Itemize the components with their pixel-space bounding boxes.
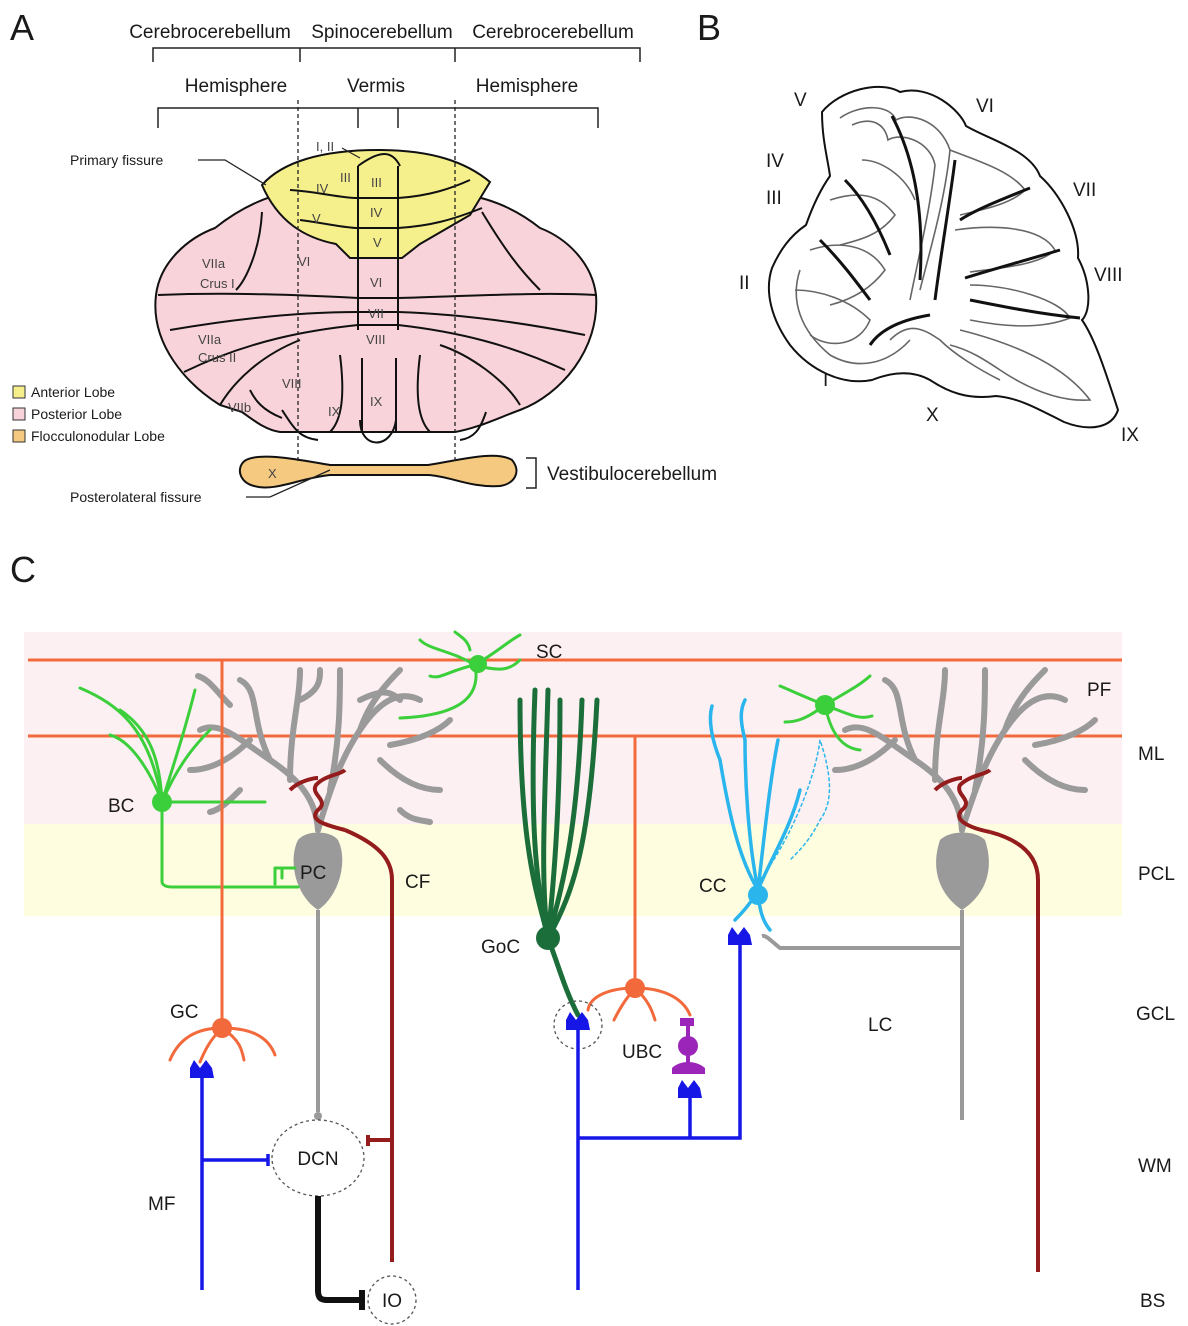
crus-ii-label: Crus II bbox=[198, 350, 236, 365]
lobule-vi-left: VI bbox=[298, 254, 310, 269]
layer-wm: WM bbox=[1138, 1156, 1172, 1177]
label-dcn: DCN bbox=[297, 1149, 338, 1170]
layer-bs: BS bbox=[1140, 1291, 1165, 1312]
basket-soma bbox=[152, 792, 172, 812]
panel-b: B V VI IV III V bbox=[697, 7, 1139, 446]
lobule-ii: II bbox=[739, 273, 750, 294]
vestibulocerebellum-bracket bbox=[526, 458, 536, 488]
legend-label-anterior: Anterior Lobe bbox=[31, 384, 115, 400]
lobule-iii-left: III bbox=[340, 170, 351, 185]
legend: Anterior Lobe Posterior Lobe Flocculonod… bbox=[13, 384, 165, 444]
purkinje-terminal-1 bbox=[314, 1112, 322, 1120]
mossy-fiber-rosettes bbox=[190, 927, 752, 1098]
lobule-iv-left: IV bbox=[316, 181, 329, 196]
label-bc: BC bbox=[108, 796, 134, 817]
stellate-soma-1 bbox=[469, 655, 487, 673]
division-center: Spinocerebellum bbox=[311, 22, 453, 43]
panel-c: C bbox=[10, 549, 1175, 1324]
lobule-x: X bbox=[926, 405, 939, 426]
lobule-iii: III bbox=[766, 188, 782, 209]
lobule-v-center: V bbox=[373, 235, 382, 250]
label-lc: LC bbox=[868, 1015, 892, 1036]
lobule-ix-center: IX bbox=[370, 394, 383, 409]
primary-fissure-leader bbox=[198, 160, 266, 185]
division-bracket bbox=[153, 48, 640, 62]
lobule-ix-left: IX bbox=[328, 404, 341, 419]
lobule-vi: VI bbox=[976, 96, 994, 117]
legend-swatch-flocculonodular bbox=[13, 430, 25, 442]
label-gc: GC bbox=[170, 1002, 199, 1023]
region-left: Hemisphere bbox=[185, 76, 287, 97]
layer-pcl: PCL bbox=[1138, 864, 1175, 885]
panel-b-label: B bbox=[697, 7, 721, 48]
lobule-i-ii-label: I, II bbox=[316, 139, 334, 154]
lobule-v: V bbox=[794, 90, 807, 111]
lobule-viii-left: VIII bbox=[282, 376, 302, 391]
primary-fissure-label: Primary fissure bbox=[70, 152, 164, 168]
crus-i-label: Crus I bbox=[200, 276, 235, 291]
lobule-viia-crus1: VIIa bbox=[202, 256, 226, 271]
lobule-vii-center: VII bbox=[368, 306, 384, 321]
layer-gcl: GCL bbox=[1136, 1004, 1175, 1025]
panel-a: A Cerebrocerebellum Spinocerebellum Cere… bbox=[10, 7, 717, 505]
lobule-i: I bbox=[823, 370, 828, 391]
golgi-soma bbox=[536, 926, 560, 950]
label-mf: MF bbox=[148, 1194, 175, 1215]
division-left: Cerebrocerebellum bbox=[129, 22, 291, 43]
unipolar-brush-cell bbox=[672, 1018, 705, 1074]
region-center: Vermis bbox=[347, 76, 405, 97]
legend-swatch-anterior bbox=[13, 386, 25, 398]
region-right: Hemisphere bbox=[476, 76, 578, 97]
granule-soma-2 bbox=[625, 978, 645, 998]
purkinje-collateral-2 bbox=[762, 936, 962, 948]
legend-label-posterior: Posterior Lobe bbox=[31, 406, 122, 422]
layer-pf: PF bbox=[1087, 680, 1111, 701]
lobule-v-left: V bbox=[312, 211, 321, 226]
legend-label-flocculonodular: Flocculonodular Lobe bbox=[31, 428, 165, 444]
lobule-vii: VII bbox=[1073, 180, 1096, 201]
dcn-io-projection bbox=[318, 1196, 360, 1300]
vestibulocerebellum-label: Vestibulocerebellum bbox=[547, 464, 717, 485]
lobule-iv: IV bbox=[766, 151, 784, 172]
division-right: Cerebrocerebellum bbox=[472, 22, 634, 43]
granule-soma-1 bbox=[212, 1018, 232, 1038]
label-io: IO bbox=[382, 1291, 402, 1312]
legend-swatch-posterior bbox=[13, 408, 25, 420]
mossy-fibers bbox=[202, 945, 740, 1290]
lobule-x: X bbox=[268, 466, 277, 481]
label-ubc: UBC bbox=[622, 1042, 662, 1063]
region-bracket bbox=[158, 108, 598, 128]
label-goc: GoC bbox=[481, 937, 520, 958]
lobule-viib: VIIb bbox=[228, 400, 251, 415]
lobule-viii: VIII bbox=[1094, 265, 1123, 286]
candelabrum-soma bbox=[748, 885, 768, 905]
lobule-iii-center: III bbox=[371, 175, 382, 190]
label-pc: PC bbox=[300, 863, 326, 884]
panel-a-label: A bbox=[10, 7, 34, 48]
label-cf: CF bbox=[405, 872, 430, 893]
lobule-ix: IX bbox=[1121, 425, 1139, 446]
lobule-viia-crus2: VIIa bbox=[198, 332, 222, 347]
panel-c-label: C bbox=[10, 549, 36, 590]
stellate-soma-2 bbox=[815, 695, 835, 715]
lobule-vi-center: VI bbox=[370, 275, 382, 290]
label-sc: SC bbox=[536, 642, 562, 663]
layer-ml: ML bbox=[1138, 744, 1164, 765]
lobule-viii-center: VIII bbox=[366, 332, 386, 347]
label-cc: CC bbox=[699, 876, 726, 897]
lobule-iv-center: IV bbox=[370, 205, 383, 220]
posterolateral-fissure-label: Posterolateral fissure bbox=[70, 489, 202, 505]
flocculonodular-lobe-shape bbox=[240, 456, 517, 488]
